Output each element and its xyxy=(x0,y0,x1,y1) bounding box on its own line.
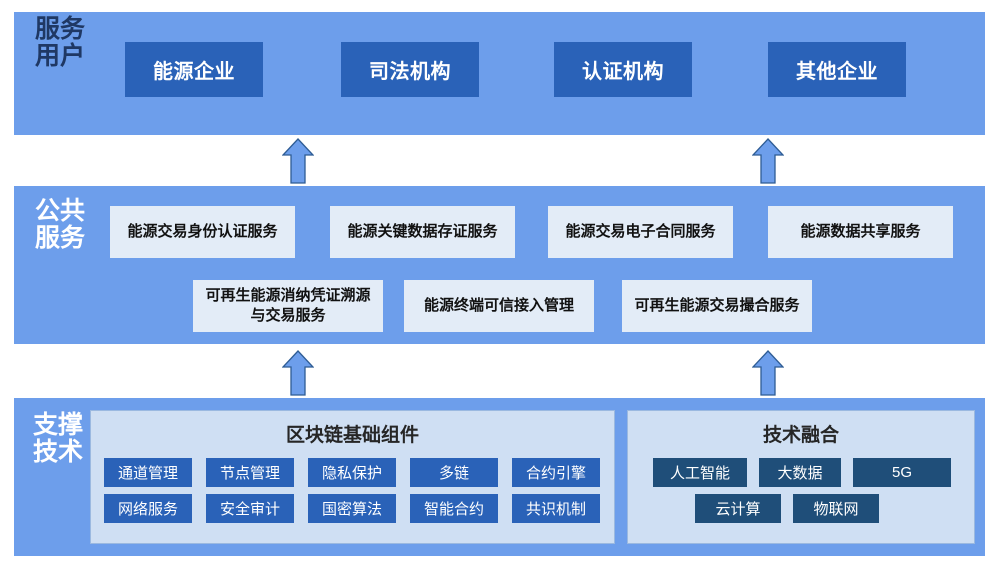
blockchain-component-chip-label: 网络服务 xyxy=(117,501,178,518)
blockchain-component-chip[interactable]: 网络服务 xyxy=(104,494,192,523)
blockchain-component-chip[interactable]: 国密算法 xyxy=(308,494,396,523)
public-service-box-data-sharing[interactable]: 能源数据共享服务 xyxy=(768,206,953,258)
service-user-box-label: 能源企业 xyxy=(153,61,235,83)
technology-fusion-chip[interactable]: 大数据 xyxy=(759,458,841,487)
technology-fusion-chip-label: 人工智能 xyxy=(669,465,730,482)
blockchain-component-chip[interactable]: 合约引擎 xyxy=(512,458,600,487)
public-service-box-key-data-storage[interactable]: 能源关键数据存证服务 xyxy=(330,206,515,258)
blockchain-component-chip-label: 节点管理 xyxy=(219,465,280,482)
public-service-box-renewable-trade-matching[interactable]: 可再生能源交易撮合服务 xyxy=(622,280,812,332)
blockchain-component-chip[interactable]: 隐私保护 xyxy=(308,458,396,487)
technology-fusion-chip-label: 物联网 xyxy=(813,501,859,518)
public-service-box-identity-authentication[interactable]: 能源交易身份认证服务 xyxy=(110,206,295,258)
technology-fusion-chip[interactable]: 云计算 xyxy=(695,494,781,523)
public-service-box-label: 可再生能源消纳凭证溯源与交易服务 xyxy=(205,287,371,324)
public-service-box-label: 能源数据共享服务 xyxy=(800,223,921,241)
blockchain-component-chip-label: 隐私保护 xyxy=(321,465,382,482)
arrow-up-icon-public-to-users-right xyxy=(752,138,784,184)
layer-label-service-users: 服务用户 xyxy=(34,15,85,70)
blockchain-component-chip[interactable]: 安全审计 xyxy=(206,494,294,523)
technology-fusion-chip[interactable]: 物联网 xyxy=(793,494,879,523)
technology-fusion-chip-label: 大数据 xyxy=(777,465,823,482)
blockchain-component-chip[interactable]: 节点管理 xyxy=(206,458,294,487)
blockchain-component-chip-label: 共识机制 xyxy=(525,501,586,518)
technology-fusion-chip-label: 5G xyxy=(891,464,912,481)
public-service-box-label: 能源终端可信接入管理 xyxy=(423,297,574,315)
service-user-box-label: 认证机构 xyxy=(582,61,664,83)
blockchain-component-chip-label: 国密算法 xyxy=(321,501,382,518)
service-user-box-judicial-authority[interactable]: 司法机构 xyxy=(341,42,479,97)
arrow-up-icon-support-to-public-left xyxy=(282,350,314,396)
technology-fusion-chip[interactable]: 5G xyxy=(853,458,951,487)
public-service-box-label: 能源关键数据存证服务 xyxy=(347,223,498,241)
public-service-box-electronic-contract[interactable]: 能源交易电子合同服务 xyxy=(548,206,733,258)
layer-label-support-technology: 支撑技术 xyxy=(32,411,83,466)
public-service-box-renewable-certificate-tracing[interactable]: 可再生能源消纳凭证溯源与交易服务 xyxy=(193,280,383,332)
blockchain-component-chip[interactable]: 通道管理 xyxy=(104,458,192,487)
blockchain-component-chip-label: 安全审计 xyxy=(219,501,280,518)
service-user-box-label: 其他企业 xyxy=(796,61,878,83)
blockchain-component-chip[interactable]: 多链 xyxy=(410,458,498,487)
public-service-box-terminal-trusted-access[interactable]: 能源终端可信接入管理 xyxy=(404,280,594,332)
service-user-box-label: 司法机构 xyxy=(369,61,451,83)
blockchain-component-chip-label: 合约引擎 xyxy=(525,465,586,482)
panel-title-blockchain-components: 区块链基础组件 xyxy=(285,425,419,446)
panel-title-technology-fusion: 技术融合 xyxy=(762,425,839,446)
blockchain-component-chip-label: 多链 xyxy=(438,465,469,482)
arrow-up-icon-support-to-public-right xyxy=(752,350,784,396)
public-service-box-label: 可再生能源交易撮合服务 xyxy=(634,297,800,315)
public-service-box-label: 能源交易电子合同服务 xyxy=(565,223,716,241)
blockchain-component-chip-label: 通道管理 xyxy=(117,465,178,482)
blockchain-component-chip[interactable]: 共识机制 xyxy=(512,494,600,523)
public-service-box-label: 能源交易身份认证服务 xyxy=(127,223,278,241)
service-user-box-other-enterprise[interactable]: 其他企业 xyxy=(768,42,906,97)
blockchain-component-chip-label: 智能合约 xyxy=(423,501,484,518)
arrow-up-icon-public-to-users-left xyxy=(282,138,314,184)
technology-fusion-chip-label: 云计算 xyxy=(715,501,761,518)
layer-label-public-services: 公共服务 xyxy=(34,197,85,252)
service-user-box-energy-enterprise[interactable]: 能源企业 xyxy=(125,42,263,97)
blockchain-component-chip[interactable]: 智能合约 xyxy=(410,494,498,523)
technology-fusion-chip[interactable]: 人工智能 xyxy=(653,458,747,487)
service-user-box-certification-authority[interactable]: 认证机构 xyxy=(554,42,692,97)
